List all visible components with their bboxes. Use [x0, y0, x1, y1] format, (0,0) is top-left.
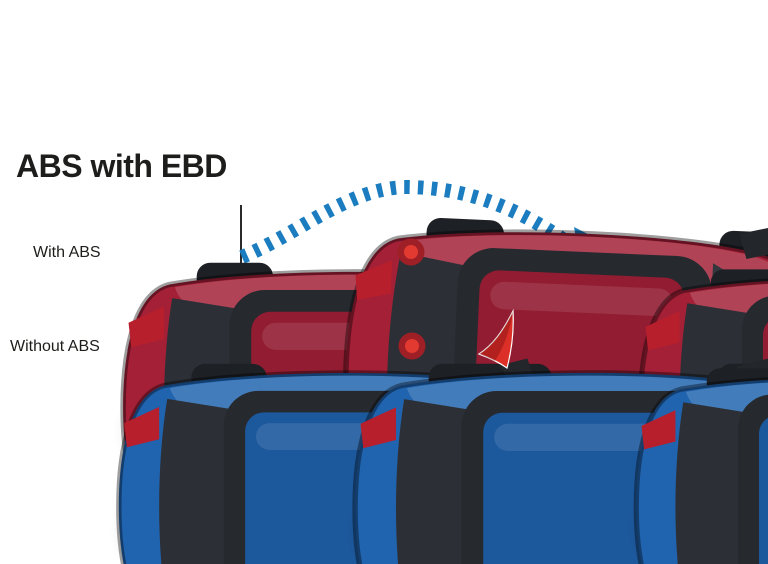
row-label-without-abs: Without ABS: [10, 338, 100, 355]
collision-marker-icon: [477, 308, 514, 369]
obstacle-under-car-marker-icon: [398, 332, 426, 360]
page-title: ABS with EBD: [16, 148, 227, 184]
row-label-with-abs: With ABS: [33, 244, 101, 261]
obstacle-marker-icon: [397, 238, 425, 266]
abs-swerve-path-icon: [239, 179, 583, 264]
